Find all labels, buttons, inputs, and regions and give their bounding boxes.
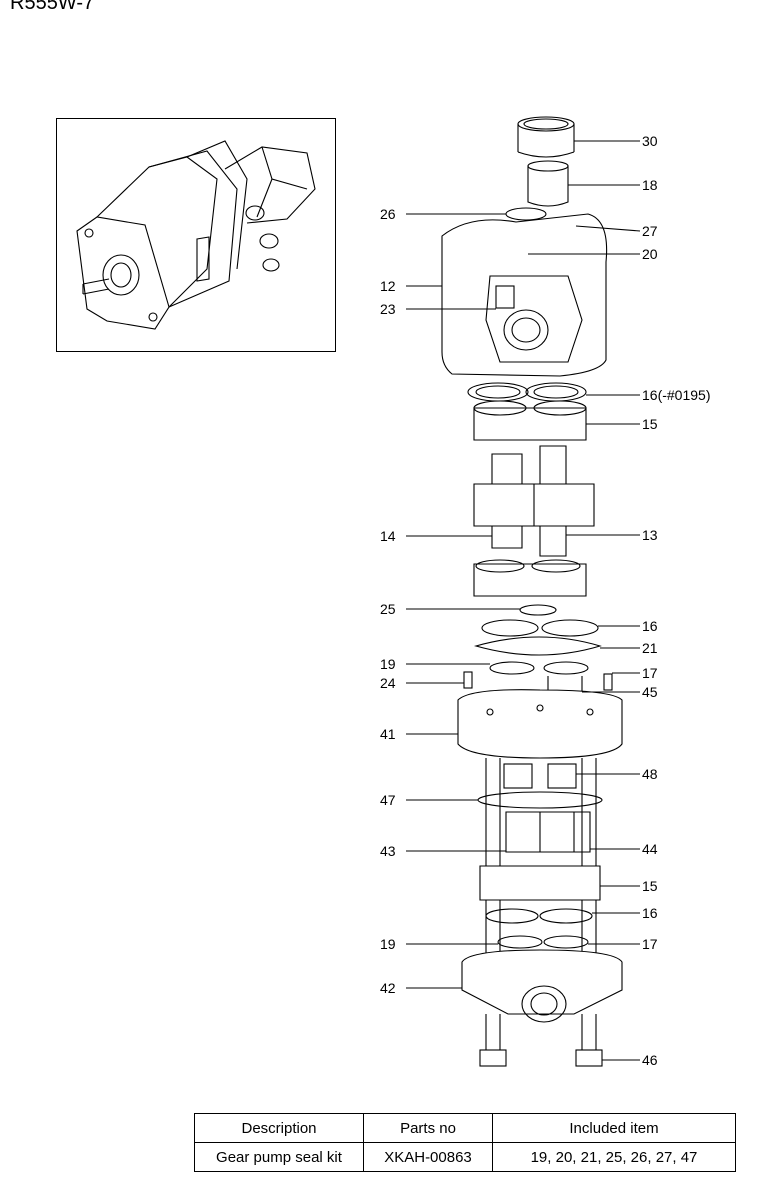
callout-13: 13 bbox=[642, 527, 658, 543]
part-13-driven-gear bbox=[533, 445, 595, 557]
callout-17-lower: 17 bbox=[642, 936, 658, 952]
callout-42: 42 bbox=[380, 980, 396, 996]
part-19-seal-lower bbox=[497, 935, 543, 949]
part-21-gasket bbox=[473, 636, 602, 656]
part-16-plate-upper bbox=[467, 382, 587, 402]
part-26-seal bbox=[505, 207, 547, 221]
part-15-bushing-lower bbox=[479, 865, 601, 901]
part-14-drive-gear bbox=[473, 453, 541, 549]
part-41-housing bbox=[457, 689, 623, 759]
callout-16-mid: 16 bbox=[642, 618, 658, 634]
part-23-pin bbox=[495, 285, 515, 309]
part-44-gear bbox=[539, 811, 591, 853]
part-42-housing bbox=[461, 949, 623, 1023]
part-48-bushing-2 bbox=[547, 763, 577, 789]
part-25-seal bbox=[519, 604, 557, 616]
part-46-bolt-left bbox=[479, 1014, 507, 1067]
cell-included-item: 19, 20, 21, 25, 26, 27, 47 bbox=[492, 1142, 736, 1172]
callout-16-serial: 16(-#0195) bbox=[642, 387, 711, 403]
leader-lines bbox=[406, 140, 641, 1061]
header-included-item: Included item bbox=[492, 1113, 736, 1143]
part-17-pin bbox=[603, 673, 613, 691]
part-12-housing bbox=[441, 213, 608, 377]
callout-30: 30 bbox=[642, 133, 658, 149]
part-47-seal bbox=[477, 791, 603, 809]
exploded-parts-diagram: 30 18 26 27 20 12 23 16(-#0195) 15 14 13… bbox=[380, 116, 711, 1068]
callout-15-lower: 15 bbox=[642, 878, 658, 894]
exploded-parts bbox=[441, 116, 623, 1067]
callout-23: 23 bbox=[380, 301, 396, 317]
model-title: R555W-7 bbox=[10, 0, 95, 14]
callout-47: 47 bbox=[380, 792, 396, 808]
callout-44: 44 bbox=[642, 841, 658, 857]
callout-17-upper: 17 bbox=[642, 665, 658, 681]
header-description: Description bbox=[194, 1113, 364, 1143]
callout-41: 41 bbox=[380, 726, 396, 742]
callout-14: 14 bbox=[380, 528, 396, 544]
callout-19-upper: 19 bbox=[380, 656, 396, 672]
callout-15-upper: 15 bbox=[642, 416, 658, 432]
part-48-bushing bbox=[503, 763, 533, 789]
table-header-row: Description Parts no Included item bbox=[194, 1113, 736, 1143]
callout-25: 25 bbox=[380, 601, 396, 617]
part-15-bushing-upper bbox=[473, 400, 587, 441]
callout-26: 26 bbox=[380, 206, 396, 222]
callout-16-lower: 16 bbox=[642, 905, 658, 921]
callout-18: 18 bbox=[642, 177, 658, 193]
part-17-seal-lower bbox=[543, 935, 589, 949]
seal-kit-table: Description Parts no Included item Gear … bbox=[194, 1113, 736, 1172]
callout-46: 46 bbox=[642, 1052, 658, 1068]
callout-45: 45 bbox=[642, 684, 658, 700]
part-16-plate-lower bbox=[485, 908, 593, 924]
cell-parts-no: XKAH-00863 bbox=[363, 1142, 493, 1172]
part-16-plate-mid bbox=[481, 619, 599, 637]
part-24-pin bbox=[463, 671, 473, 689]
cell-description: Gear pump seal kit bbox=[194, 1142, 364, 1172]
callout-43: 43 bbox=[380, 843, 396, 859]
part-19-seal bbox=[489, 661, 535, 675]
part-30-bearing bbox=[517, 116, 575, 158]
callout-21: 21 bbox=[642, 640, 658, 656]
callout-27: 27 bbox=[642, 223, 658, 239]
bushing-block-lower bbox=[473, 559, 587, 597]
callout-24: 24 bbox=[380, 675, 396, 691]
header-parts-no: Parts no bbox=[363, 1113, 493, 1143]
pump-thumbnail-drawing bbox=[76, 140, 316, 330]
callout-12: 12 bbox=[380, 278, 396, 294]
callout-48: 48 bbox=[642, 766, 658, 782]
callout-19-lower: 19 bbox=[380, 936, 396, 952]
callout-20: 20 bbox=[642, 246, 658, 262]
part-18-bearing bbox=[527, 160, 569, 207]
part-17-seal bbox=[543, 661, 589, 675]
part-46-bolt-right bbox=[575, 1014, 603, 1067]
table-row: Gear pump seal kit XKAH-00863 19, 20, 21… bbox=[194, 1142, 736, 1172]
pump-assembly-thumbnail bbox=[56, 118, 336, 352]
callout-labels: 30 18 26 27 20 12 23 16(-#0195) 15 14 13… bbox=[380, 133, 711, 1068]
